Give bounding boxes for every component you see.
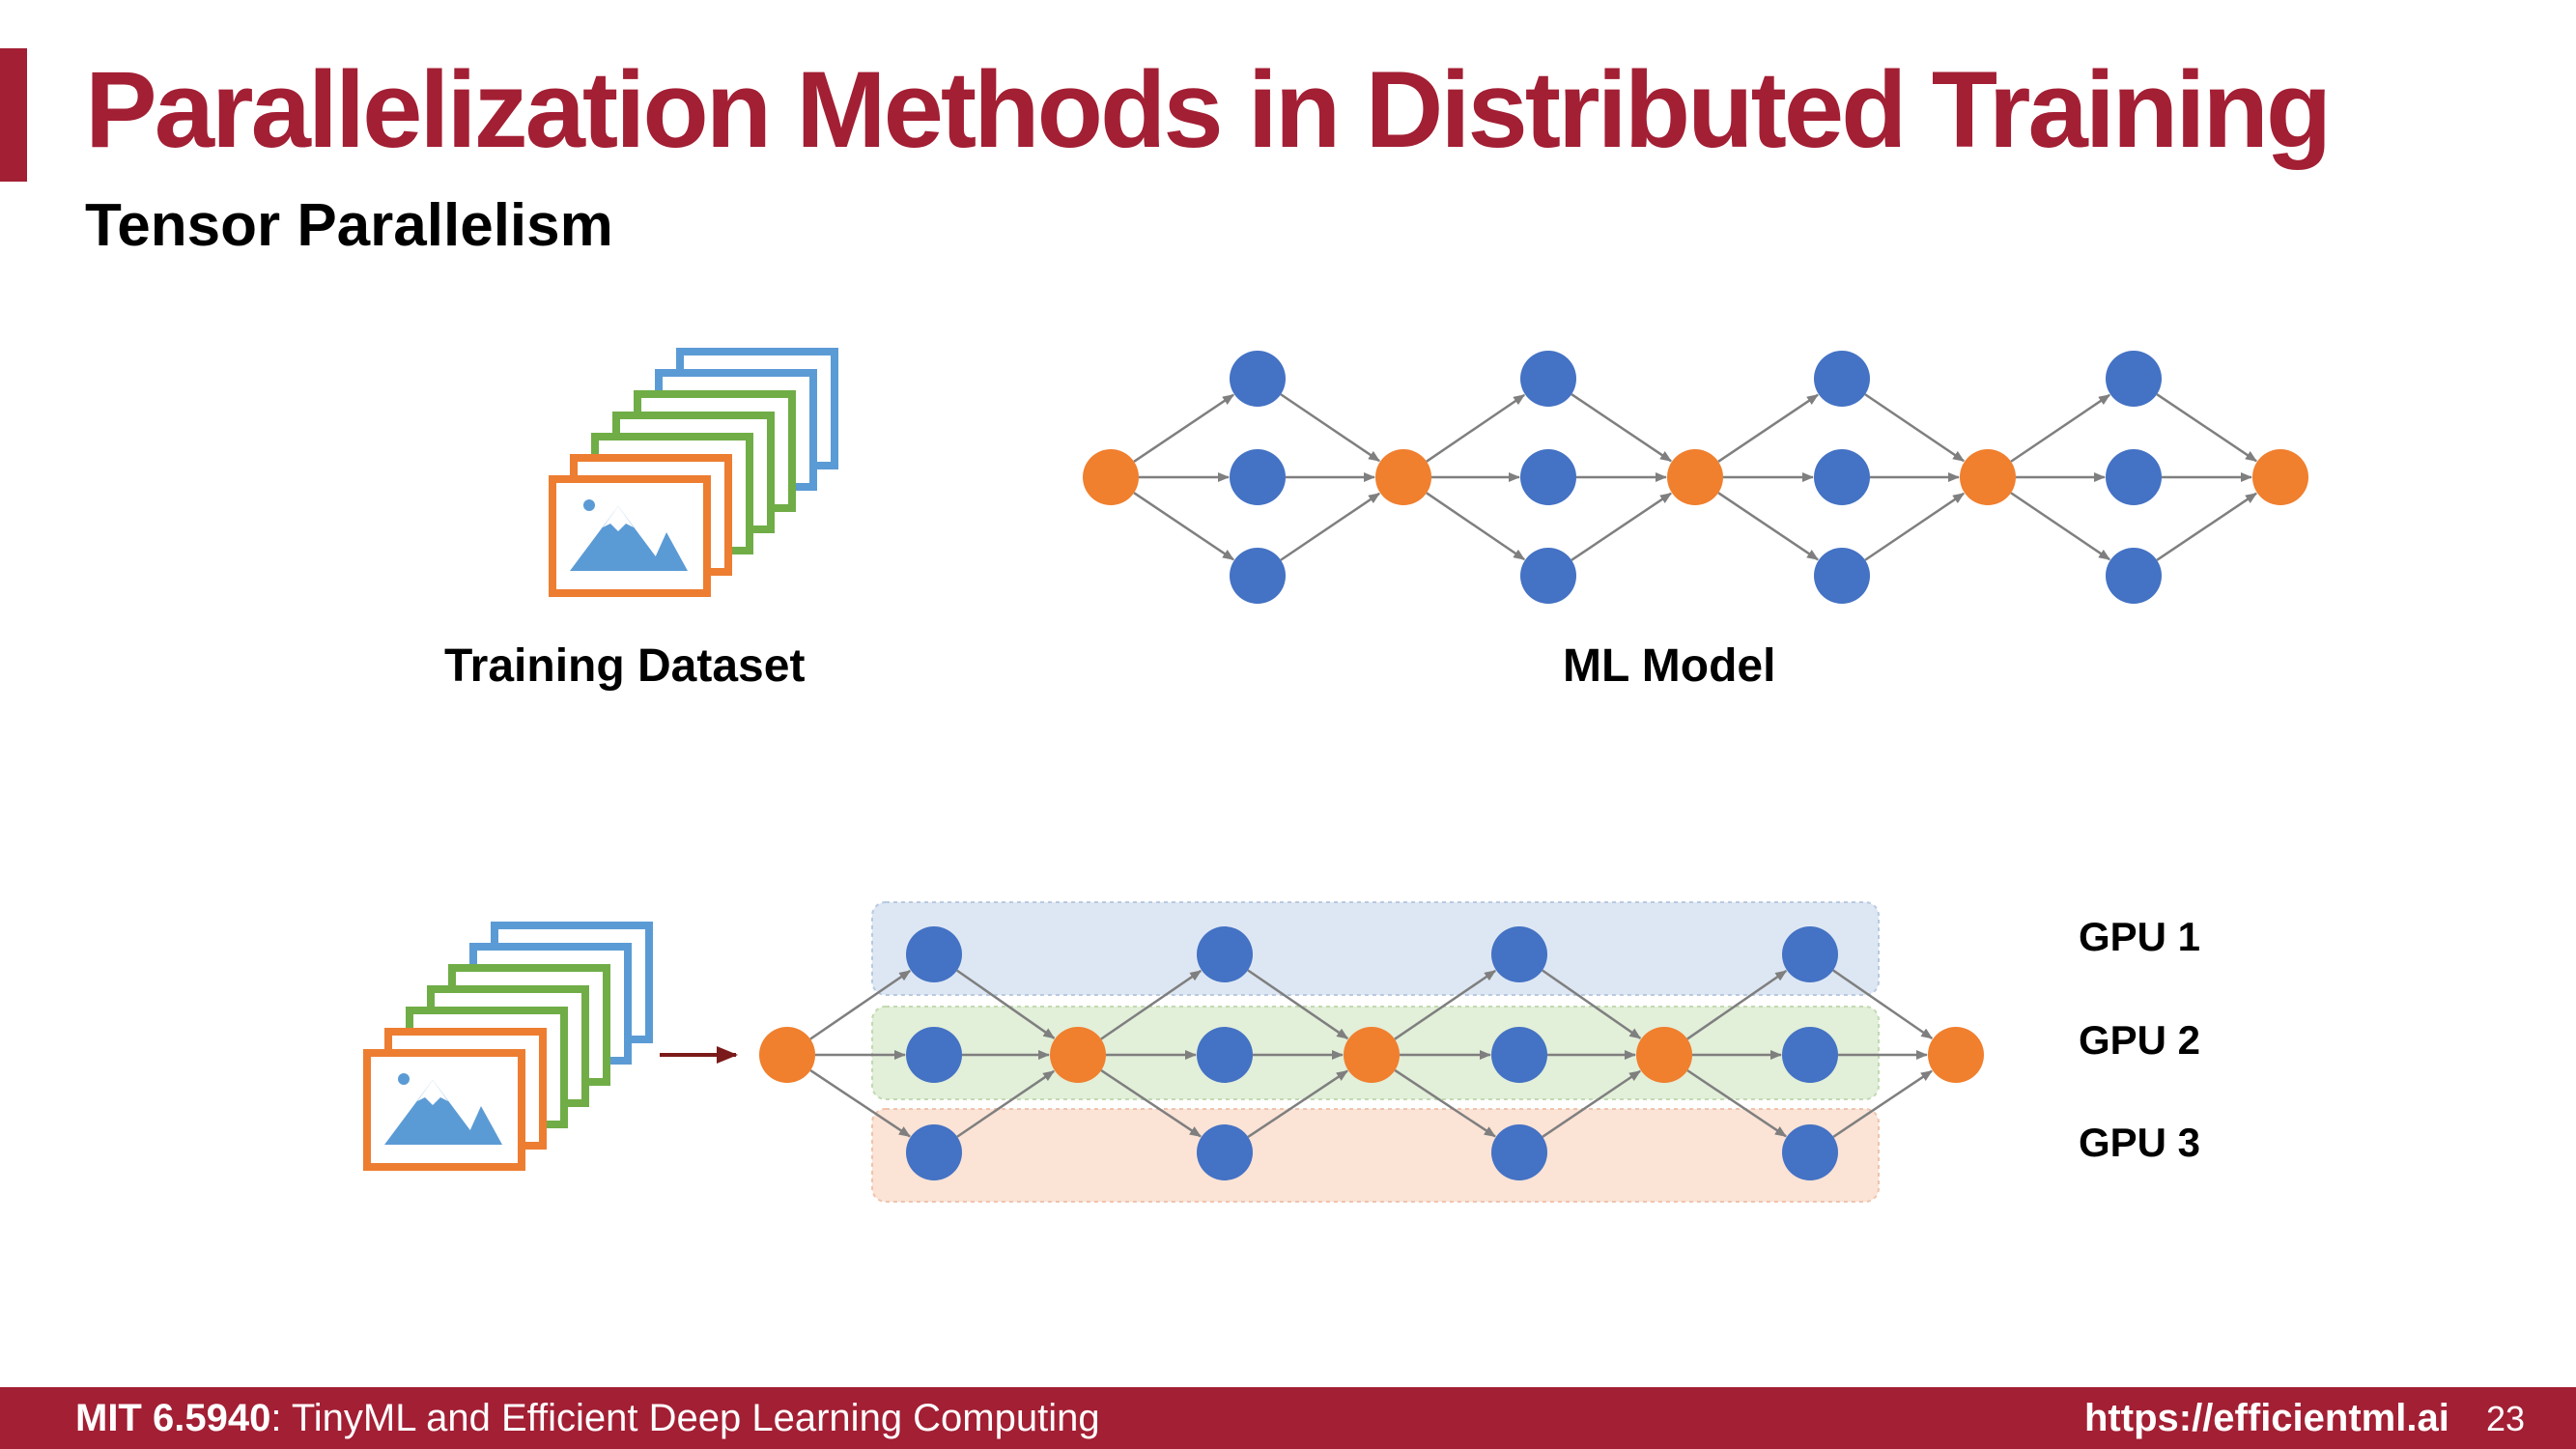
edge-arrow [1426,492,1526,561]
edge-arrow [1280,492,1380,561]
mountain-shape [570,506,666,571]
course-title: : TinyML and Efficient Deep Learning Com… [270,1397,1100,1439]
gpu1-label: GPU 1 [2079,914,2201,959]
mountain-shape [384,1080,481,1145]
orange-node [1083,449,1139,505]
ml-model-network [1083,351,2308,604]
orange-node [1928,1027,1984,1083]
snowcap-shape [603,506,634,531]
gpu2-label: GPU 2 [2079,1017,2201,1063]
mountain-shape [649,532,688,571]
edge-arrow [809,969,912,1040]
blue-node [1814,548,1870,604]
gpu1-band [871,901,1880,996]
footer-bar: MIT 6.5940: TinyML and Efficient Deep Le… [0,1387,2576,1449]
blue-node [1197,1027,1253,1083]
footer-url-link[interactable]: https://efficientml.ai [2084,1397,2449,1439]
blue-node [1782,1124,1838,1180]
orange-node [1344,1027,1400,1083]
sun-shape [398,1073,410,1085]
slide-subtitle: Tensor Parallelism [85,192,613,259]
edge-arrow [1864,492,1965,561]
edge-arrow [1394,969,1497,1040]
edge-arrow [956,969,1056,1039]
edge-arrow [1426,393,1526,463]
blue-node [1520,548,1576,604]
blue-node [1814,351,1870,407]
edge-arrow [956,1069,1055,1138]
blue-node [1197,926,1253,982]
blue-node [906,1124,962,1180]
orange-node [1636,1027,1692,1083]
edge-arrow [1100,1069,1202,1138]
blue-node [1814,449,1870,505]
orange-node [2252,449,2308,505]
edge-arrow [1832,1069,1933,1138]
blue-node [2106,548,2162,604]
edge-arrow [809,1069,911,1138]
orange-node [1960,449,2016,505]
edge-arrow [1542,969,1642,1039]
page-number: 23 [2486,1399,2526,1438]
blue-node [2106,449,2162,505]
dataset-image-stack-icon [363,922,653,1171]
edge-arrow [2010,393,2110,463]
orange-node [759,1027,815,1083]
edge-arrow [1133,492,1234,561]
blue-node [1520,449,1576,505]
blue-node [1197,1124,1253,1180]
ml-model-label: ML Model [1563,640,1776,692]
edge-arrow [1394,1068,1496,1138]
title-accent-bar [0,48,27,182]
tensor-parallel-network [759,926,1984,1180]
edge-arrow [2010,492,2110,561]
blue-node [906,1027,962,1083]
blue-node [1782,1027,1838,1083]
orange-node [1375,449,1431,505]
gpu3-label: GPU 3 [2079,1120,2201,1165]
edge-arrow [1280,393,1380,463]
course-code: MIT 6.5940 [75,1397,271,1439]
training-dataset-label: Training Dataset [444,640,806,692]
blue-node [2106,351,2162,407]
edge-arrow [1100,969,1203,1040]
blue-node [1230,449,1286,505]
edge-arrow [2156,492,2257,561]
edge-arrow [1686,969,1788,1040]
blue-node [1230,548,1286,604]
blue-node [906,926,962,982]
edge-arrow [1133,393,1234,463]
blue-node [1230,351,1286,407]
sun-shape [583,499,595,511]
slide-title: Parallelization Methods in Distributed T… [85,49,2332,170]
blue-node [1491,1027,1547,1083]
edge-arrow [1864,393,1965,463]
gpu3-band [871,1108,1880,1203]
orange-node [1667,449,1723,505]
edge-arrow [1686,1069,1787,1138]
edge-arrow [1542,1069,1641,1138]
edge-arrow [1247,1069,1348,1138]
edge-arrow [1571,492,1672,561]
mountain-shape [464,1106,502,1145]
diagram-canvas [363,348,2308,1203]
blue-node [1782,926,1838,982]
edge-arrow [1717,492,1819,561]
blue-node [1520,351,1576,407]
blue-node [1491,926,1547,982]
blue-node [1491,1124,1547,1180]
edge-arrow [1571,393,1672,463]
dataset-image-stack-icon [549,348,838,597]
edge-arrow [1717,393,1819,463]
orange-node [1050,1027,1106,1083]
edge-arrow [2156,393,2257,463]
footer-course: MIT 6.5940: TinyML and Efficient Deep Le… [75,1397,1100,1440]
edge-arrow [1247,969,1349,1040]
snowcap-shape [417,1080,448,1105]
edge-arrow [1832,969,1934,1040]
